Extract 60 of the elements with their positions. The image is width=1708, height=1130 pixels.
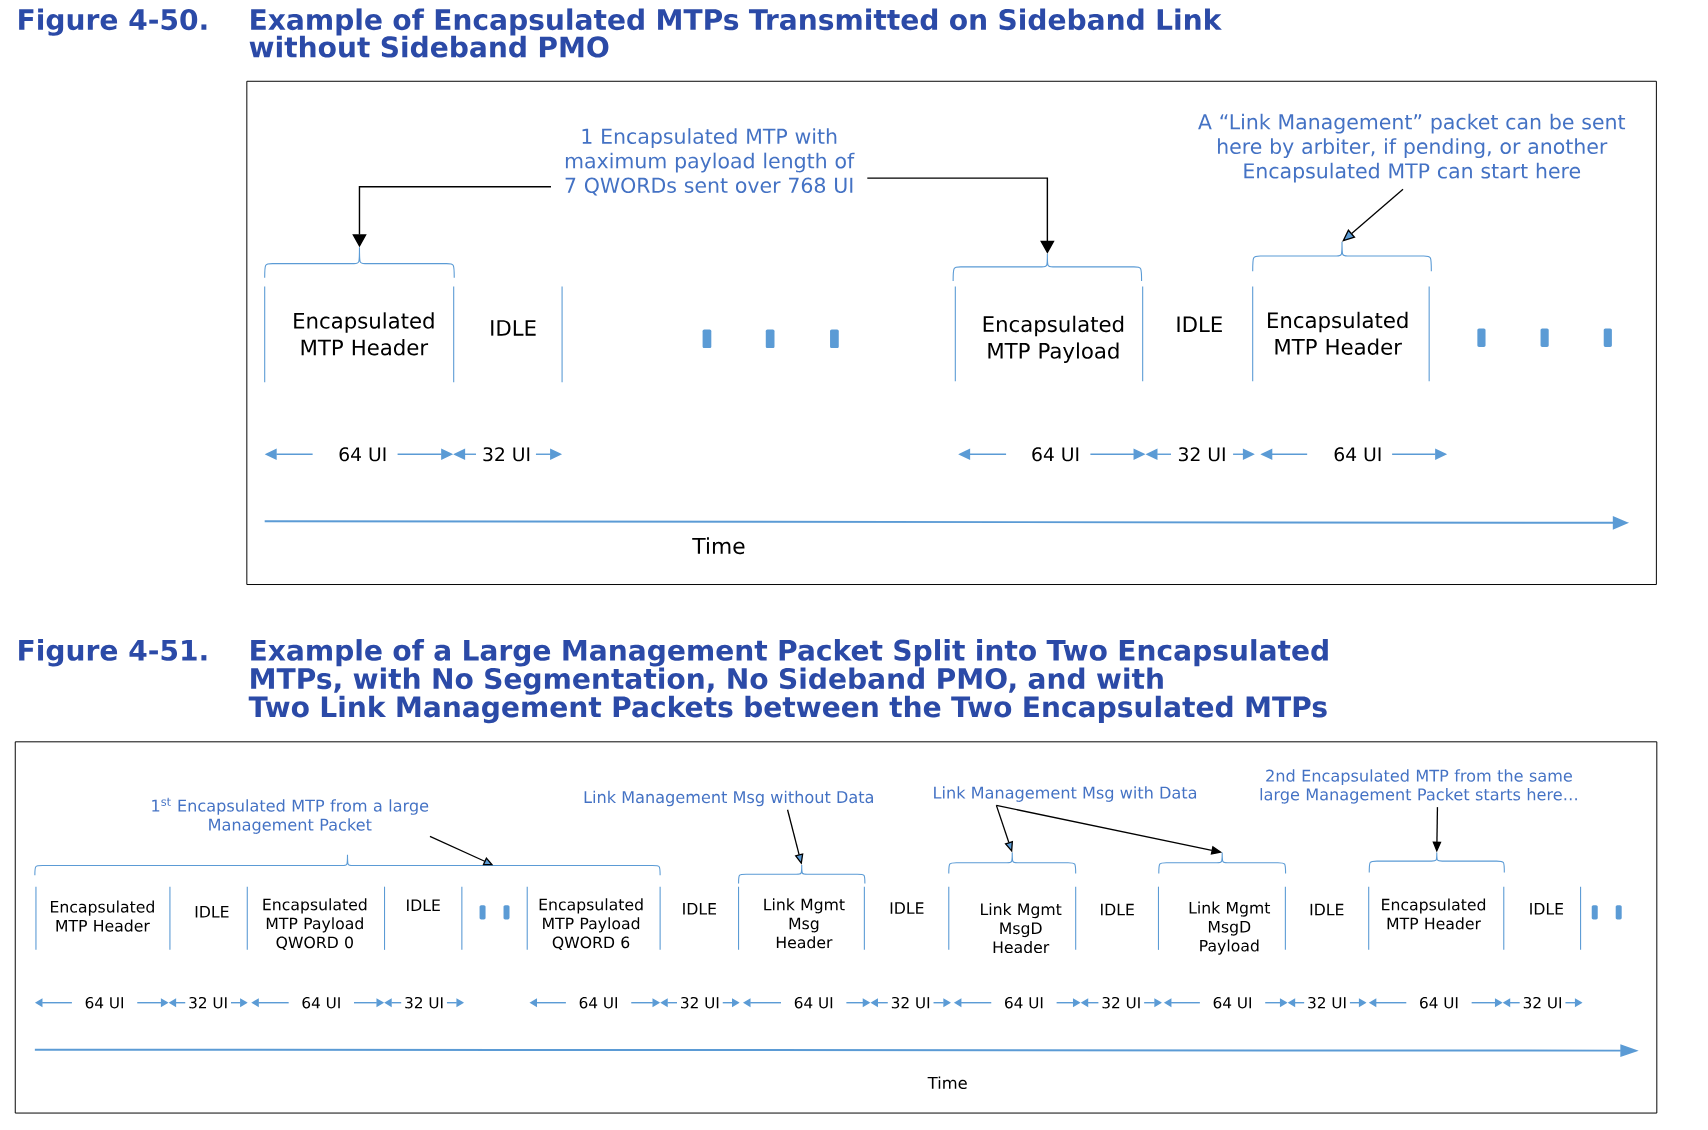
dimension-label: 64 UI	[1032, 447, 1079, 462]
dimension-label: 64 UI	[1334, 447, 1381, 462]
figure-number: Figure 4-51.	[19, 639, 207, 667]
leader-arrow	[866, 177, 1055, 254]
segment-label: IDLE	[1310, 904, 1344, 916]
dimension-label: 32 UI	[1102, 997, 1140, 1009]
leader-arrow	[1342, 188, 1404, 242]
segment-label: IDLE	[1101, 904, 1134, 916]
dimension-label: 32 UI	[1178, 447, 1225, 462]
brace	[1252, 241, 1432, 272]
dimension-label: 64 UI	[794, 997, 833, 1009]
brace	[1158, 852, 1287, 875]
brace	[948, 852, 1077, 875]
brace	[738, 864, 866, 885]
callout-text: 2nd Encapsulated MTP from the same large Management Packet starts here…	[1260, 769, 1577, 804]
axis-label: Time	[692, 537, 745, 555]
segment-label: Link Mgmt Msg Header	[764, 898, 845, 949]
segment-label: Link Mgmt MsgD Payload	[1189, 901, 1271, 955]
dimension-label: 64 UI	[1213, 997, 1251, 1009]
dimension-label: 32 UI	[405, 997, 443, 1009]
segment-label: IDLE	[1530, 903, 1564, 915]
figure-title: Example of a Large Management Packet Split into Two Encapsulated MTPs, with No Segmentation, No Sideband PMO, and with Two Link Management Packets between the Two Encapsulated MTPs	[248, 639, 1328, 724]
brace	[952, 253, 1143, 282]
callout-text: Link Management Msg without Data	[584, 790, 873, 807]
segment-label: Encapsulated MTP Payload	[983, 315, 1124, 364]
segment-label: Encapsulated MTP Header	[294, 312, 434, 356]
brace	[34, 854, 661, 876]
dimension-label: 32 UI	[1523, 997, 1561, 1009]
segment-label: IDLE	[195, 906, 229, 918]
figure-title: Example of Encapsulated MTPs Transmitted on Sideband Link without Sideband PMO	[249, 8, 1222, 58]
dimension-label: 64 UI	[85, 997, 123, 1009]
dimension-label: 64 UI	[339, 447, 386, 462]
axis-label: Time	[927, 1076, 967, 1090]
dimension-label: 32 UI	[891, 997, 930, 1009]
dimension-label: 32 UI	[1308, 997, 1346, 1009]
segment-label: Link Mgmt MsgD Header	[981, 903, 1062, 954]
dimension-label: 64 UI	[302, 997, 340, 1009]
callout-text: Link Management Msg with Data	[934, 786, 1197, 803]
callout-text: 1 Encapsulated MTP with maximum payload length of 7 QWORDs sent over 768 UI	[565, 128, 855, 196]
dimension-label: 32 UI	[483, 447, 530, 462]
brace	[1368, 852, 1505, 874]
dimension-label: 64 UI	[579, 997, 617, 1009]
segment-label: IDLE	[407, 899, 440, 912]
segment-label: IDLE	[683, 903, 716, 915]
segment-label: IDLE	[1177, 316, 1222, 333]
brace	[264, 246, 455, 279]
segment-label: Encapsulated MTP Payload QWORD 0	[263, 898, 367, 951]
callout-text: A “Link Management” packet can be sent here by arbiter, if pending, or another Encapsulated MTP can start here	[1198, 113, 1626, 183]
dimension-label: 32 UI	[189, 997, 227, 1009]
segment-label: Encapsulated MTP Header	[1382, 898, 1486, 930]
segment-label: IDLE	[890, 902, 924, 914]
segment-label: IDLE	[491, 320, 536, 336]
segment-label: Encapsulated MTP Payload QWORD 6	[539, 898, 643, 951]
segment-label: Encapsulated MTP Header	[51, 900, 154, 932]
segment-label: Encapsulated MTP Header	[1268, 312, 1408, 356]
dimension-label: 64 UI	[1420, 997, 1458, 1009]
dimension-label: 64 UI	[1005, 997, 1043, 1009]
callout-text: 1$^{st}$ Encapsulated MTP from a large Management Packet	[152, 798, 429, 835]
figure-number: Figure 4-50.	[19, 8, 207, 36]
dimension-label: 32 UI	[681, 997, 719, 1009]
